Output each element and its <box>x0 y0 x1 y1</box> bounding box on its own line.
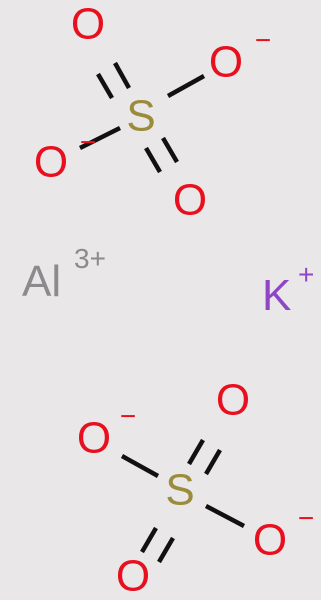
potassium-atom: K <box>262 271 291 320</box>
bond-top-s-o-top-b <box>113 61 131 90</box>
oxygen-charge-right: − <box>298 503 314 534</box>
potassium-charge: + <box>298 259 314 290</box>
aluminium-atom: Al <box>22 257 61 306</box>
oxygen-atom-left: O <box>77 414 111 463</box>
aluminium-ion: Al 3+ <box>22 243 106 306</box>
bond-top-s-o-right <box>166 74 206 98</box>
sulfur-atom: S <box>165 466 194 515</box>
oxygen-charge-left: − <box>120 401 136 432</box>
oxygen-atom-top: O <box>216 376 250 425</box>
sulfur-atom: S <box>126 92 155 141</box>
bond-bottom-s-o-left <box>120 454 160 478</box>
oxygen-charge-left: − <box>80 127 96 158</box>
bond-bottom-s-o-bottom-a <box>140 526 158 554</box>
oxygen-atom-bottom: O <box>116 552 150 600</box>
bond-bottom-s-o-top-b <box>204 448 222 476</box>
bond-bottom-s-o-top-a <box>187 438 205 466</box>
bond-bottom-s-o-bottom-b <box>157 536 175 564</box>
bond-top-s-o-left <box>78 125 122 151</box>
bond-top-s-o-top-a <box>96 72 114 100</box>
oxygen-atom-bottom: O <box>173 176 207 225</box>
oxygen-atom-left: O <box>34 138 68 187</box>
potassium-ion: K + <box>262 259 314 320</box>
oxygen-atom-right: O <box>253 516 287 565</box>
aluminium-charge: 3+ <box>74 243 106 274</box>
oxygen-atom-top: O <box>71 0 105 49</box>
bond-bottom-s-o-right <box>204 504 246 528</box>
sulfate-bottom: O O − S O − O <box>77 376 314 600</box>
sulfate-top: O O − S O − O <box>34 0 271 225</box>
bond-top-s-o-bottom-a <box>144 146 162 174</box>
oxygen-atom-right: O <box>209 38 243 87</box>
oxygen-charge-right: − <box>255 25 271 56</box>
bond-top-s-o-bottom-b <box>161 136 179 164</box>
